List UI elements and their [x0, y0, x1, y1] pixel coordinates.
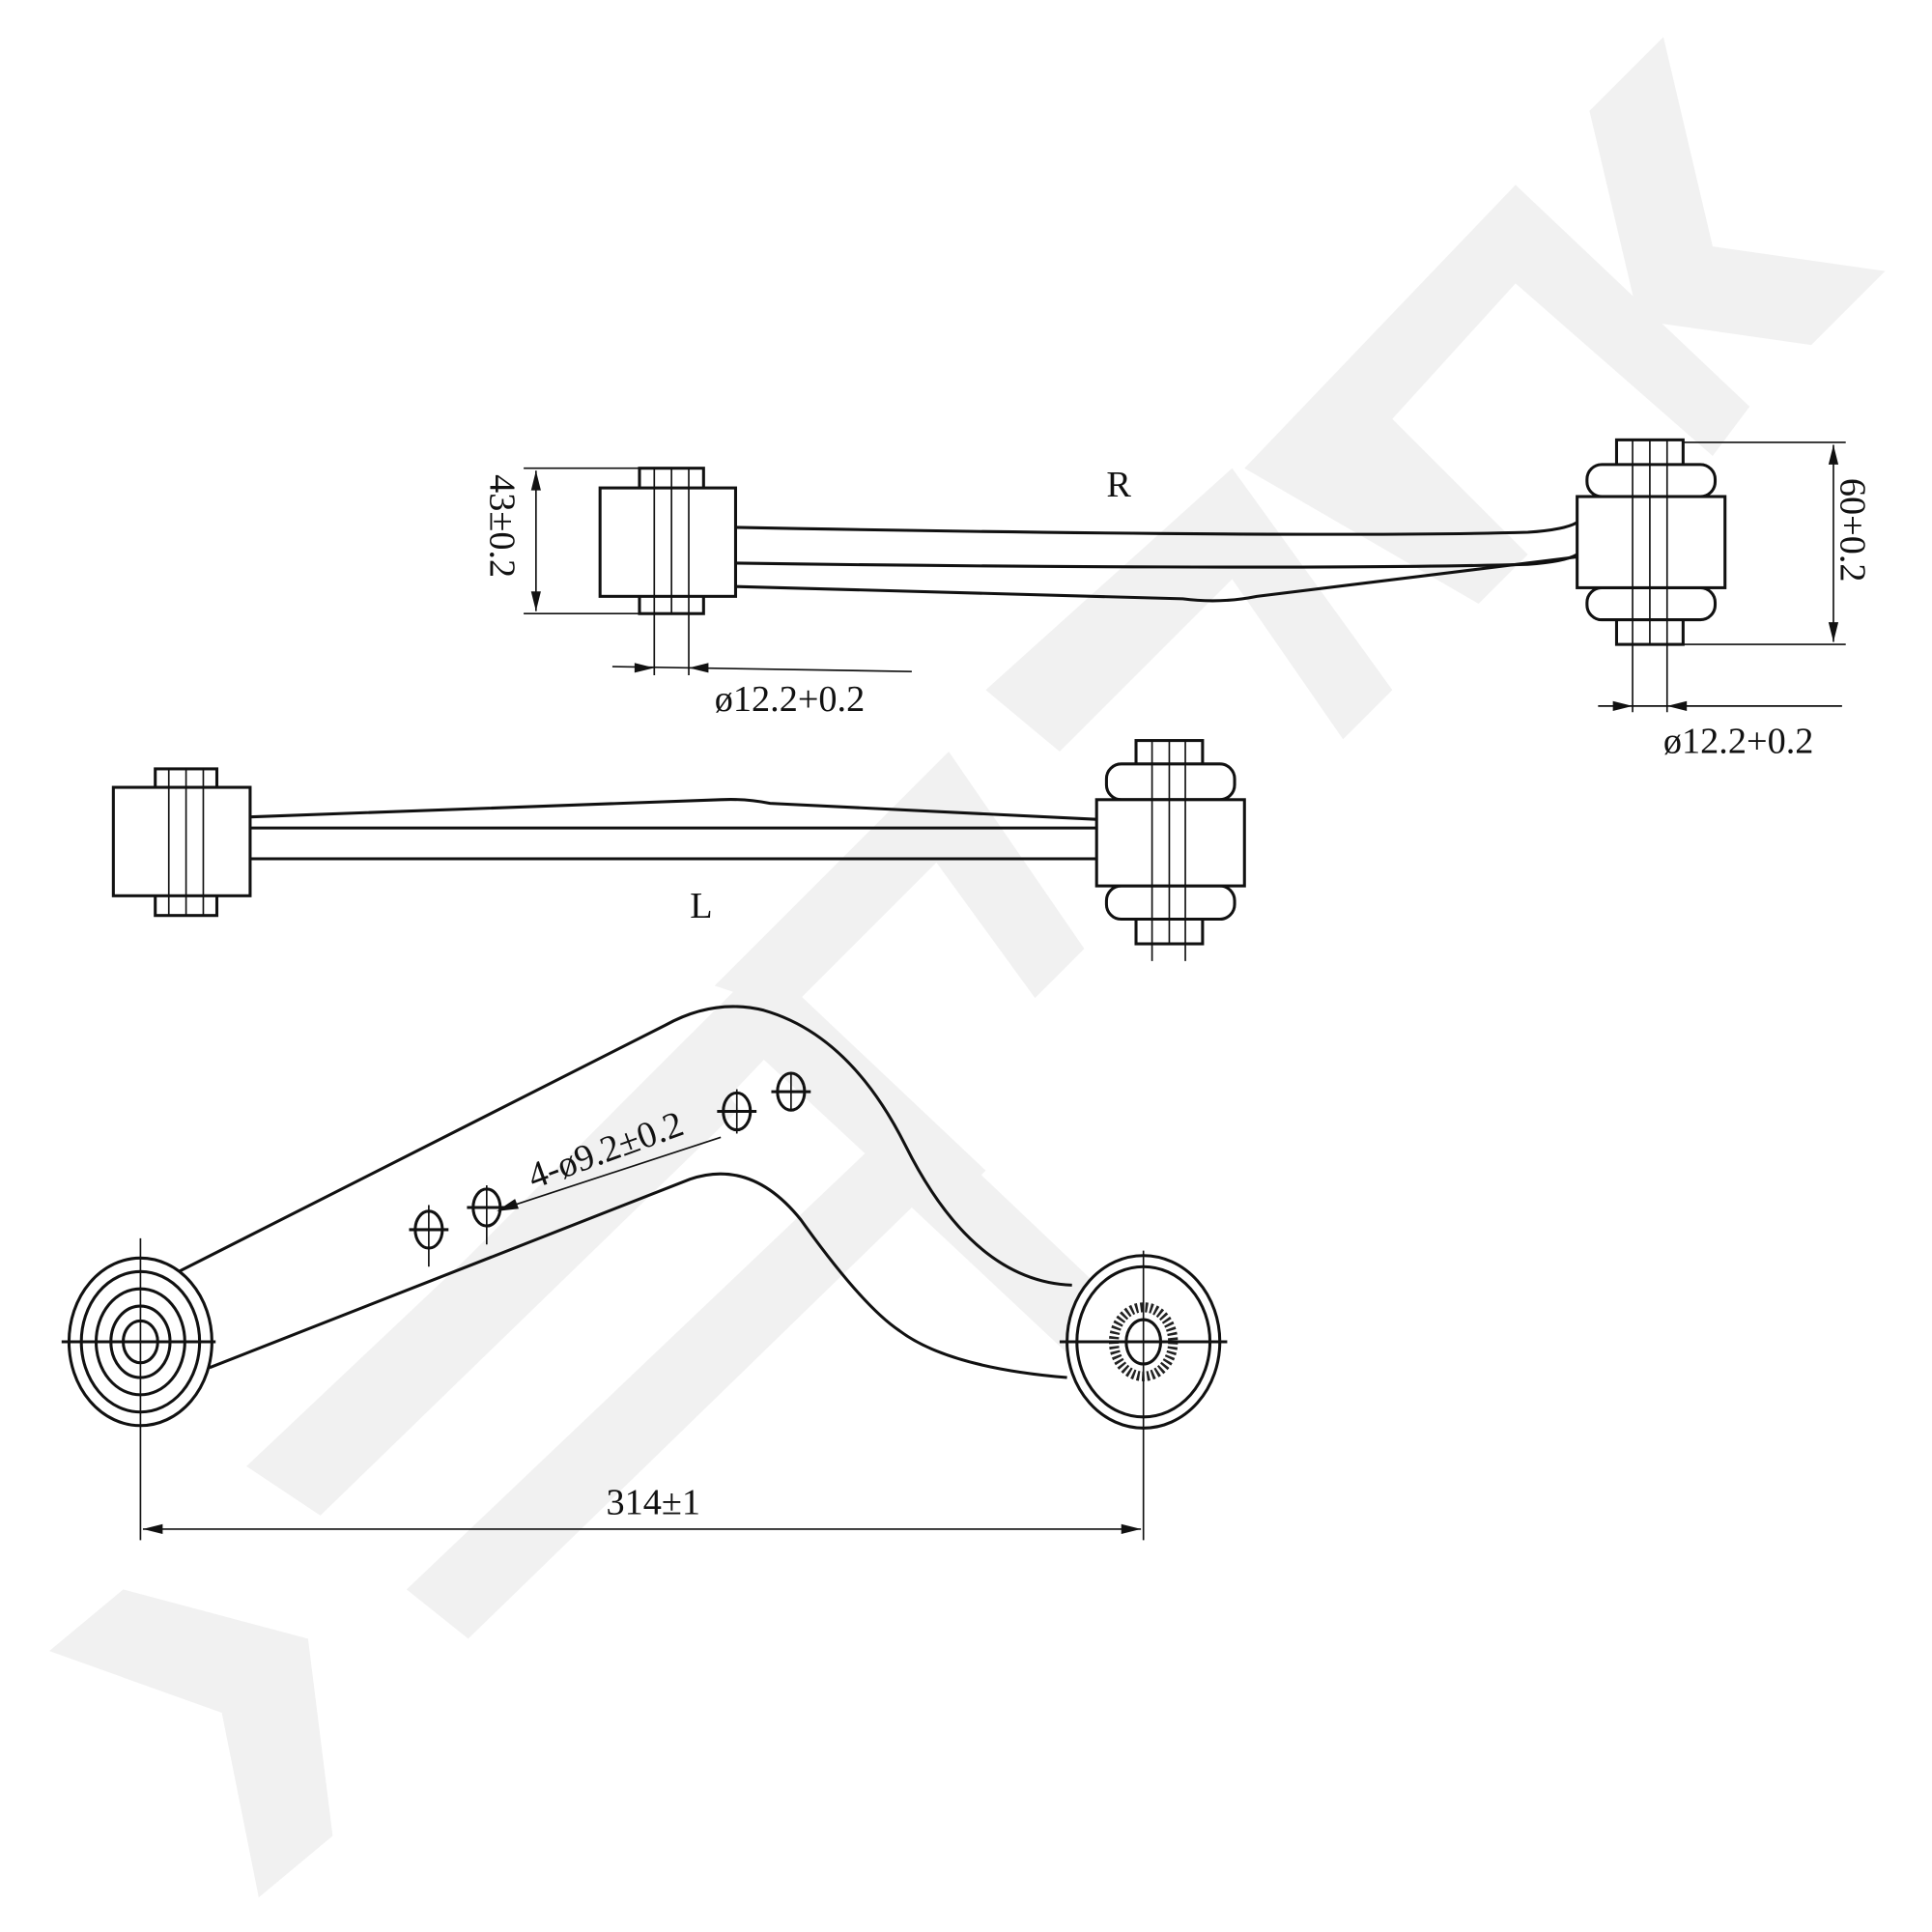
left-eye	[61, 1237, 216, 1541]
right-eye	[1059, 1250, 1228, 1541]
hole-2	[467, 1185, 507, 1245]
svg-text:ø12.2+0.2: ø12.2+0.2	[1663, 721, 1813, 761]
left-bushing	[598, 467, 738, 675]
view-label-l: L	[690, 886, 712, 926]
hole-1	[409, 1205, 449, 1267]
dimension-314: 314±1	[142, 1483, 1142, 1535]
svg-text:60+0.2: 60+0.2	[1833, 478, 1873, 582]
right-bushing	[1576, 438, 1727, 713]
dimension-60: 60+0.2	[1683, 441, 1873, 645]
left-bushing	[111, 767, 252, 918]
hole-3	[717, 1089, 757, 1134]
dimension-bore-left: ø12.2+0.2	[611, 663, 912, 720]
right-bushing	[1094, 739, 1246, 961]
svg-text:314±1: 314±1	[607, 1483, 701, 1523]
svg-text:43±0.2: 43±0.2	[482, 474, 523, 578]
view-label-r: R	[1106, 465, 1131, 505]
view-r: R 43±0.2 60+0.2 ø12.2+0.2 ø12.2+0.2	[482, 438, 1873, 761]
hole-4	[771, 1071, 811, 1112]
watermark-logo	[49, 37, 1886, 1898]
dimension-bore-right: ø12.2+0.2	[1598, 700, 1842, 761]
dimension-43: 43±0.2	[482, 467, 639, 615]
view-l: L	[111, 739, 1246, 961]
svg-text:ø12.2+0.2: ø12.2+0.2	[715, 679, 865, 720]
mounting-holes	[409, 1071, 811, 1267]
